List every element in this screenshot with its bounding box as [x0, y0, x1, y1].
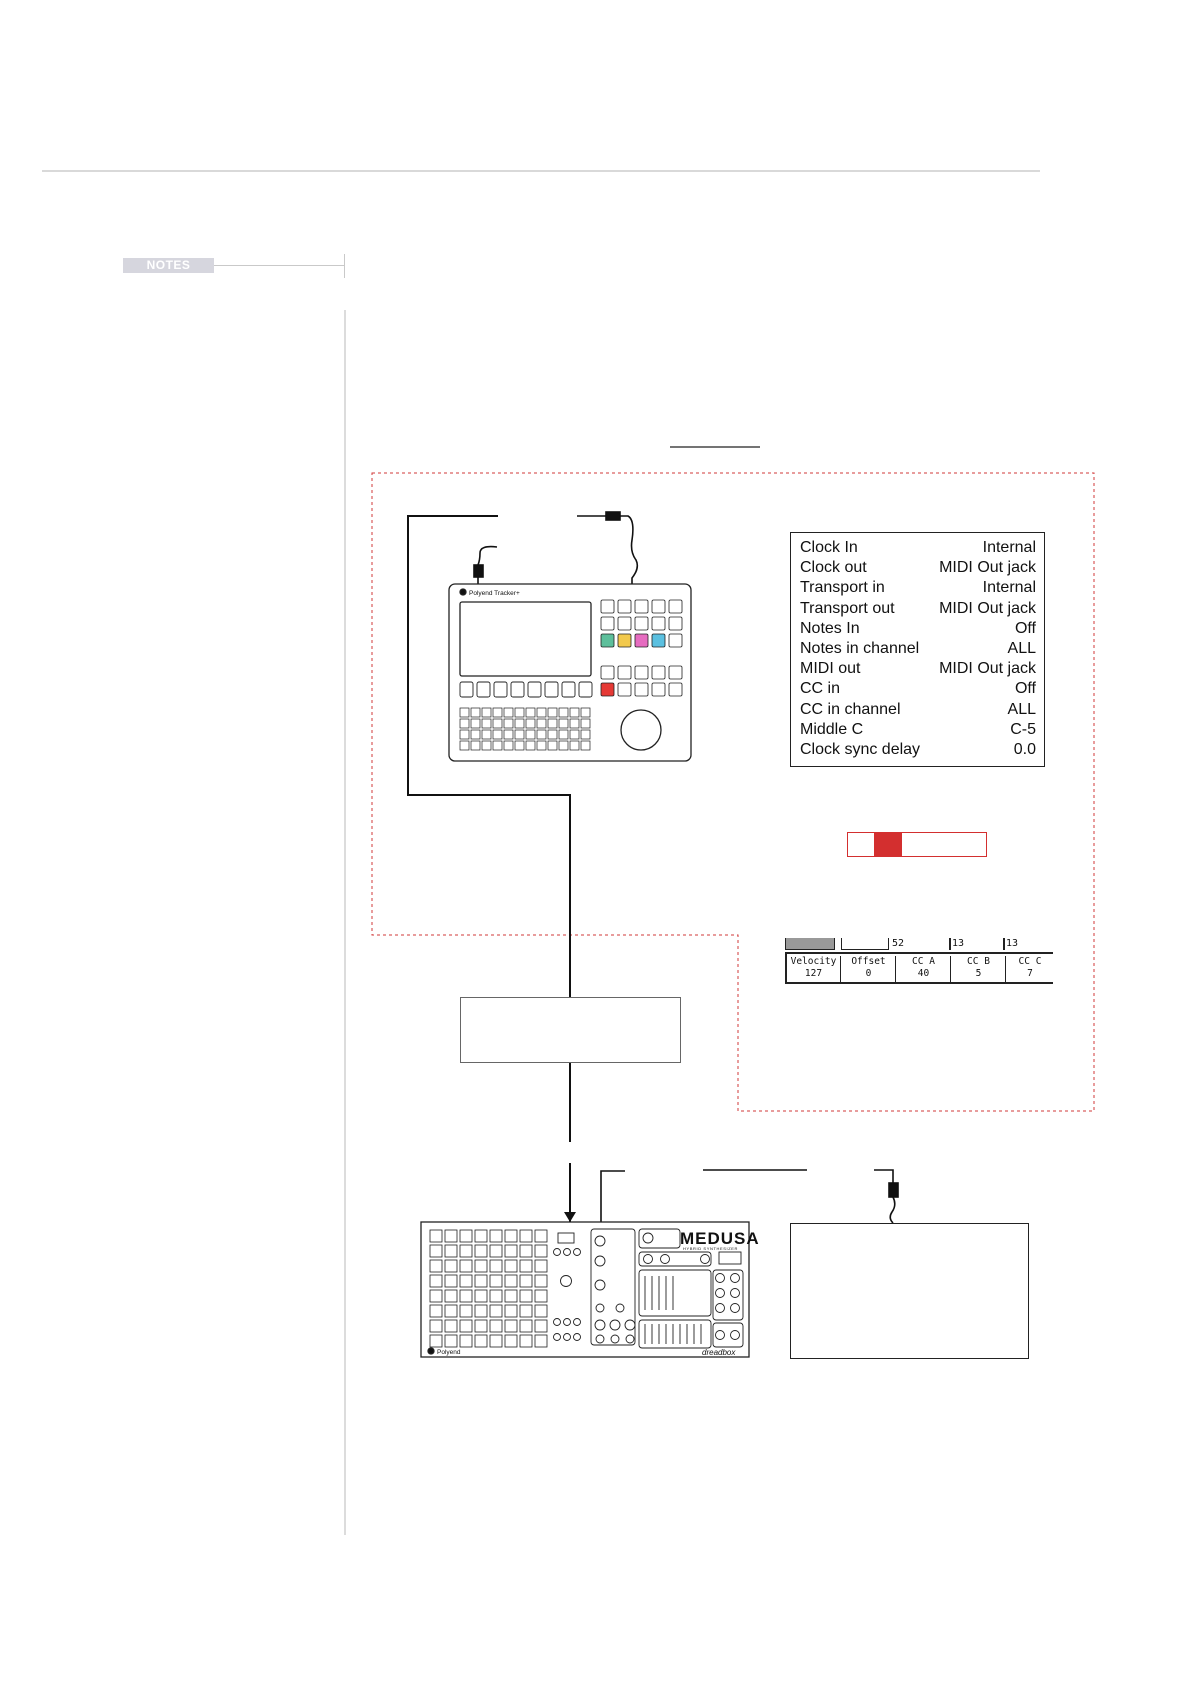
- column-divider: [344, 310, 346, 1535]
- setting-label: Notes In: [800, 619, 860, 637]
- param-top-value: 13: [1006, 938, 1019, 949]
- tracker-pad-grid: [459, 707, 591, 751]
- medusa-center-controls: [553, 1232, 581, 1341]
- selector-bar: [847, 832, 987, 857]
- setting-value: Internal: [982, 539, 1036, 556]
- param-top-value: 52: [892, 938, 905, 949]
- setting-label: Clock out: [800, 559, 867, 577]
- tracker-brand-label: Polyend Tracker+: [469, 590, 520, 597]
- cable-tracker-left: [473, 545, 498, 585]
- settings-row: Notes in channel ALL: [800, 639, 1036, 659]
- param-tick: [1003, 938, 1005, 950]
- selector-highlight: [874, 833, 902, 856]
- param-top-value: 13: [952, 938, 965, 949]
- setting-value: Off: [1014, 619, 1036, 637]
- setting-label: Notes in channel: [800, 640, 920, 658]
- settings-row: Clock out MIDI Out jack: [800, 558, 1036, 578]
- medusa-brand-left: Polyend: [437, 1349, 461, 1356]
- setting-value: MIDI Out jack: [939, 599, 1036, 617]
- param-divider: [785, 952, 1053, 954]
- medusa-subtitle: HYBRID SYNTHESIZER: [683, 1246, 738, 1251]
- notes-line: [214, 265, 344, 266]
- notes-tick: [344, 254, 345, 278]
- intermediate-device-box: [460, 997, 681, 1063]
- medusa-synth-section: [590, 1228, 744, 1349]
- setting-label: Clock In: [800, 539, 858, 556]
- settings-row: MIDI out MIDI Out jack: [800, 659, 1036, 679]
- arrow-down: [564, 1212, 576, 1222]
- setting-label: Middle C: [800, 720, 864, 738]
- param-tick: [949, 938, 951, 950]
- setting-label: Clock sync delay: [800, 741, 921, 759]
- settings-row: Clock sync delay 0.0: [800, 740, 1036, 760]
- settings-row: Notes In Off: [800, 619, 1036, 639]
- medusa-logo: MEDUSA: [680, 1229, 760, 1248]
- dashed-region: [371, 472, 1095, 1112]
- settings-row: Clock In Internal: [800, 538, 1036, 558]
- settings-row: Middle C C-5: [800, 720, 1036, 740]
- external-device-box: [790, 1223, 1029, 1359]
- medusa-brand-right: dreadbox: [702, 1348, 736, 1357]
- polyend-logo-icon: [459, 588, 467, 596]
- param-left-edge: [785, 952, 787, 984]
- medusa-pad-grid: [429, 1229, 548, 1348]
- setting-value: MIDI Out jack: [939, 559, 1036, 577]
- setting-value: 0.0: [1013, 741, 1036, 759]
- settings-row: Transport in Internal: [800, 578, 1036, 598]
- param-meter-2: [841, 938, 889, 950]
- medusa-cables: [600, 1169, 899, 1224]
- param-base-line: [785, 982, 1053, 984]
- cable-tracker-right: [577, 511, 639, 585]
- notes-tag: NOTES: [123, 258, 214, 273]
- settings-row: CC in channel ALL: [800, 700, 1036, 720]
- setting-value: ALL: [1007, 640, 1036, 658]
- polyend-logo-icon: [427, 1347, 435, 1355]
- tracker-function-buttons: [459, 681, 593, 698]
- setting-value: ALL: [1007, 700, 1036, 718]
- setting-label: MIDI out: [800, 660, 861, 678]
- setting-label: CC in channel: [800, 700, 901, 718]
- setting-label: Transport in: [800, 579, 885, 597]
- setting-label: CC in: [800, 680, 841, 698]
- settings-row: Transport out MIDI Out jack: [800, 599, 1036, 619]
- setting-value: Internal: [982, 579, 1036, 597]
- tracker-device: [448, 583, 692, 762]
- setting-value: MIDI Out jack: [939, 660, 1036, 678]
- header-rule: [42, 170, 1040, 172]
- param-meter-1: [785, 938, 835, 950]
- setting-value: Off: [1014, 680, 1036, 698]
- medusa-device: [420, 1221, 750, 1358]
- setting-label: Transport out: [800, 599, 895, 617]
- settings-row: CC in Off: [800, 679, 1036, 699]
- tracker-top-buttons: [600, 599, 683, 697]
- setting-value: C-5: [1010, 720, 1036, 738]
